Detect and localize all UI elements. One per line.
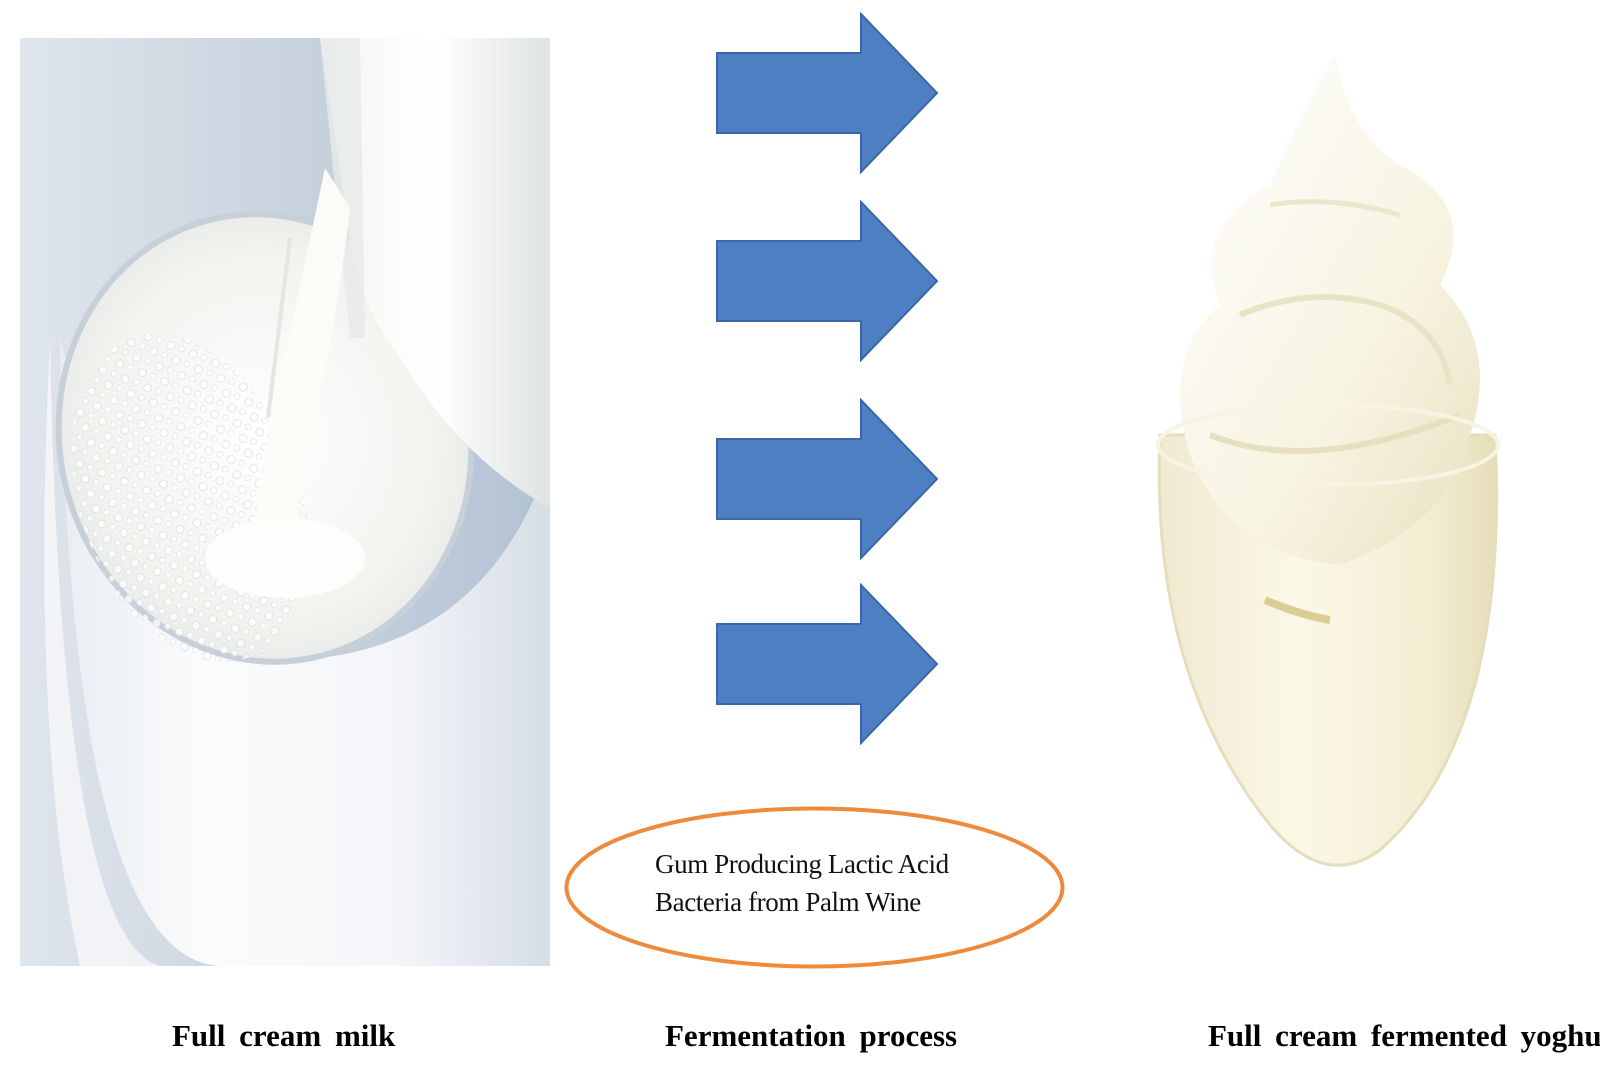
process-arrow-1: [716, 12, 939, 174]
bacteria-oval: [564, 806, 1065, 969]
process-arrow-3: [716, 398, 939, 560]
bacteria-label-line-1: Gum Producing Lactic Acid: [655, 849, 949, 879]
bacteria-label-line-2: Bacteria from Palm Wine: [655, 887, 921, 917]
full-cream-fermented-yoghurt-image: [1156, 55, 1500, 867]
caption-process: Fermentation process: [665, 1018, 958, 1053]
caption-yoghurt: Full cream fermented yoghurt: [1208, 1018, 1600, 1053]
full-cream-milk-image: [20, 38, 550, 966]
caption-milk: Full cream milk: [172, 1018, 396, 1053]
bacteria-label: Gum Producing Lactic Acid Bacteria from …: [655, 845, 995, 921]
process-arrow-4: [716, 583, 939, 745]
process-arrow-2: [716, 200, 939, 362]
